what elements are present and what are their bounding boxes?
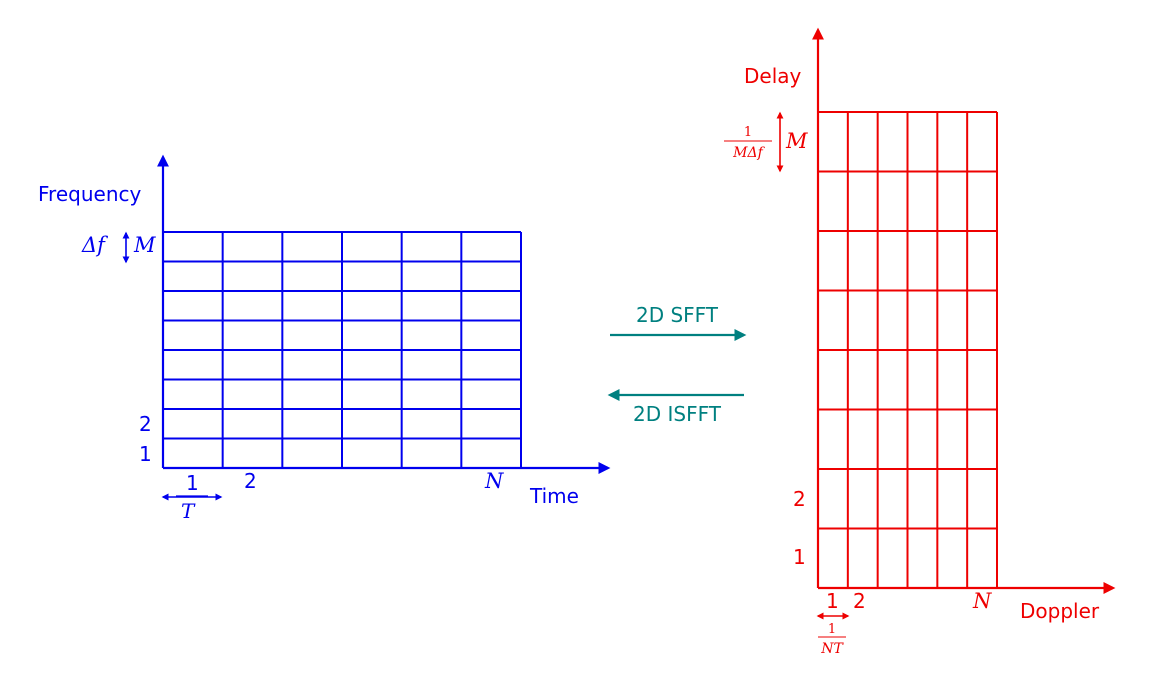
time-frequency-panel <box>122 154 611 501</box>
time-frequency-labels: Frequency Time Δf M 2 1 1 T 2 N <box>38 182 579 523</box>
frequency-axis-label: Frequency <box>38 182 141 206</box>
dd-grid <box>817 111 998 589</box>
row-label-2: 2 <box>139 412 152 436</box>
isfft-label: 2D ISFFT <box>633 402 722 426</box>
doppler-spacing-num: 1 <box>828 622 836 637</box>
delay-spacing-num: 1 <box>744 125 752 140</box>
doppler-axis-label: Doppler <box>1020 599 1100 623</box>
delay-doppler-labels: Delay Doppler 1 MΔf M 2 1 1 2 N 1 NT <box>732 64 1100 657</box>
sfft-label: 2D SFFT <box>636 303 719 327</box>
transform-labels: 2D SFFT 2D ISFFT <box>633 303 722 426</box>
delay-axis-label: Delay <box>744 64 802 88</box>
delay-doppler-panel <box>724 27 1116 638</box>
tf-grid <box>162 231 522 469</box>
row-label-1: 1 <box>139 442 152 466</box>
row-label-1: 1 <box>793 545 806 569</box>
delay-spacing-den: MΔf <box>732 145 765 161</box>
row-label-top-m: M <box>133 233 156 257</box>
col-label-2: 2 <box>244 469 257 493</box>
time-spacing-num: 1 <box>186 471 199 495</box>
col-label-n: N <box>972 589 992 613</box>
time-spacing-den: T <box>181 499 196 523</box>
col-label-2: 2 <box>853 589 866 613</box>
col-label-n: N <box>484 469 504 493</box>
delta-f-label: Δf <box>81 233 108 257</box>
transform-arrows <box>607 329 747 401</box>
row-label-2: 2 <box>793 487 806 511</box>
time-axis-label: Time <box>529 484 579 508</box>
col-label-1: 1 <box>826 589 839 613</box>
doppler-spacing-den: NT <box>820 641 844 657</box>
row-label-top-m: M <box>785 129 808 153</box>
